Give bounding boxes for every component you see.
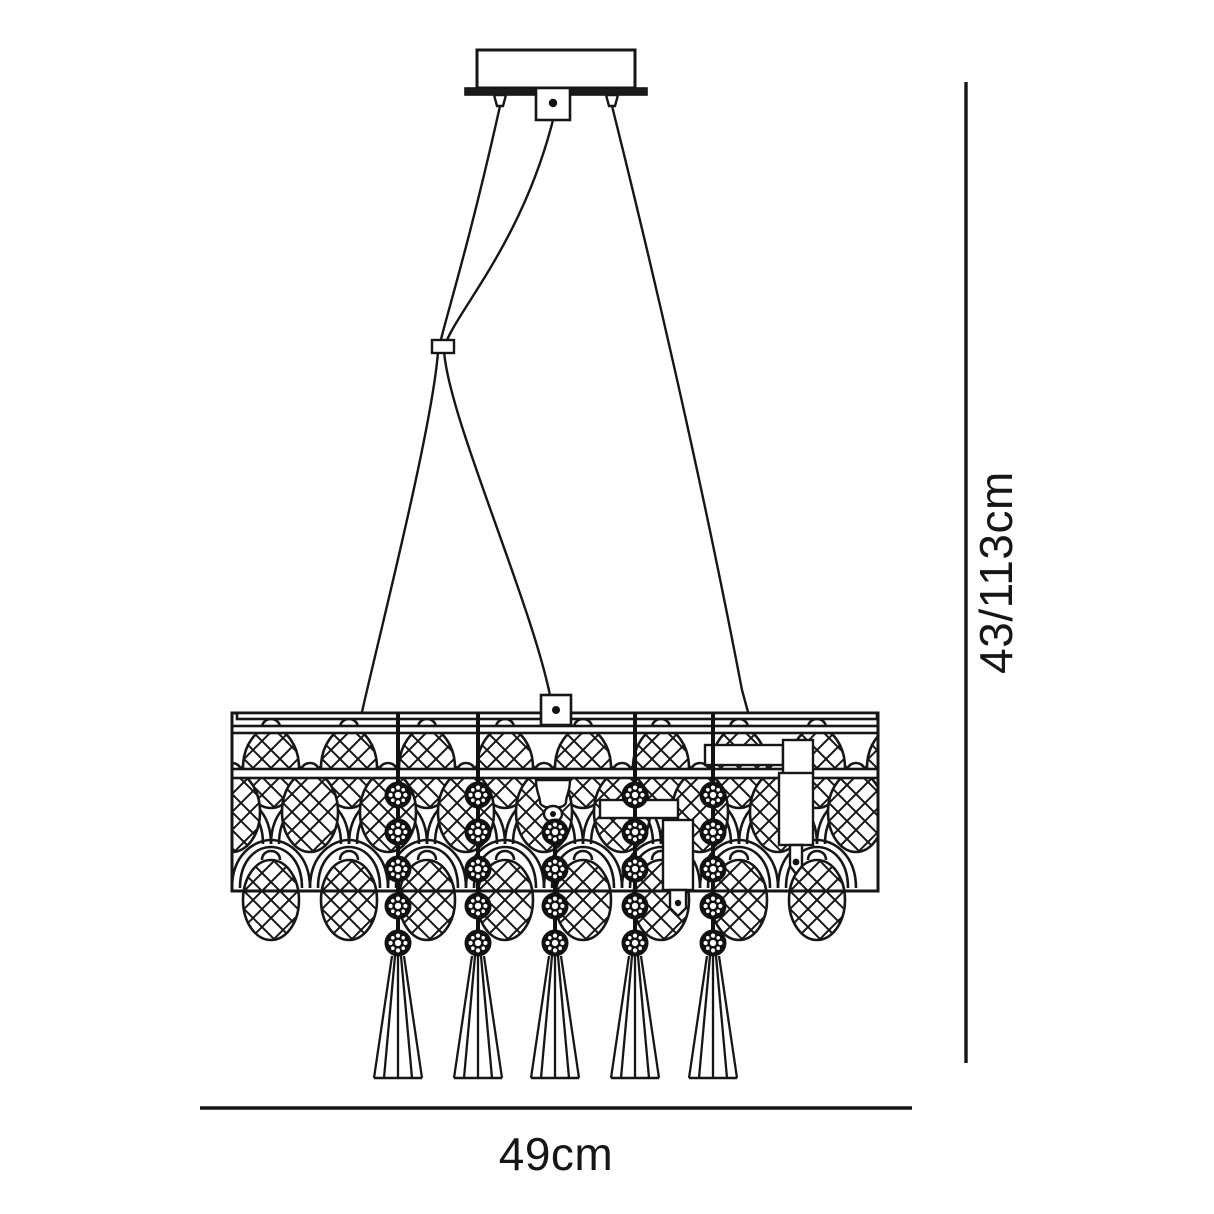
cable-right [610,105,750,713]
tassels [372,955,739,1080]
width-dimension-label: 49cm [499,1128,613,1180]
height-dimension-label: 43/113cm [970,471,1022,674]
canopy-nipple-right [604,93,620,108]
tassel [609,955,661,1080]
cable-center [442,119,555,713]
crystal-shade [230,693,880,970]
bead-strand [699,713,727,957]
canopy-body [475,48,637,90]
dimension-lines [200,82,968,1110]
internal-wiring-bracket-2 [598,798,695,918]
cable-clamp [430,338,456,355]
bead-strand [541,818,569,957]
shade-junction-hole-icon [552,706,560,714]
canopy-junction-hole-icon [548,98,558,108]
tassel [372,955,424,1080]
bead-strand [621,713,649,957]
tassel [452,955,504,1080]
suspension-cables [360,105,750,713]
bead-strands [384,713,727,957]
internal-wiring-bracket [703,738,815,876]
tassel [687,955,739,1080]
bead-strand [464,713,492,957]
cable-left [360,105,502,713]
canopy-nipple-left [492,93,508,108]
bead-strand [384,713,412,957]
tassel [529,955,581,1080]
shade-inner-top-rail [230,724,880,735]
ceiling-canopy [464,48,648,122]
